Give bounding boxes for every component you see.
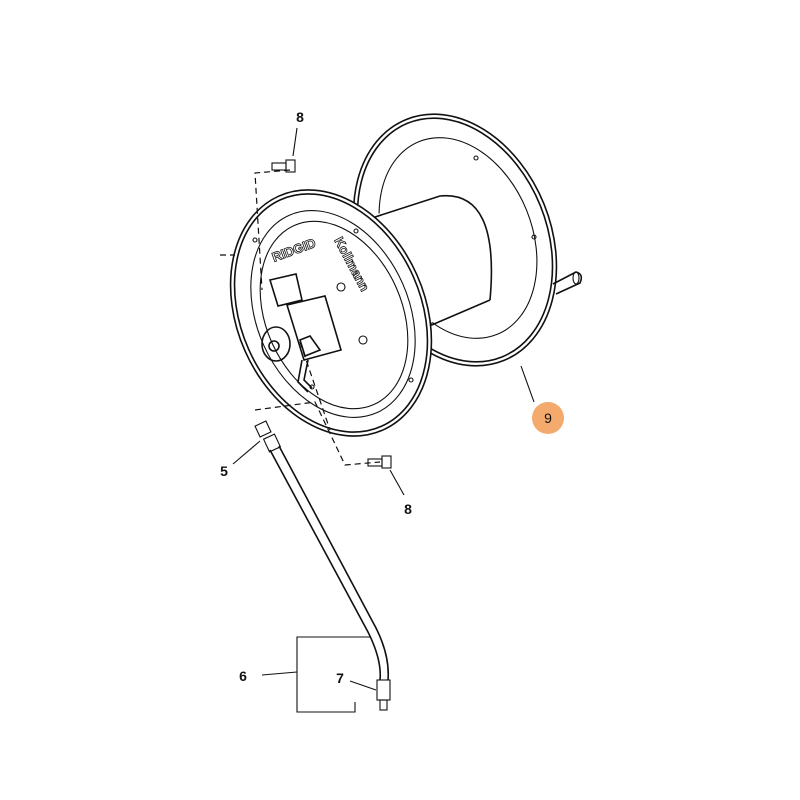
assembly-guides <box>220 169 381 466</box>
callout-7[interactable]: 7 <box>336 670 344 686</box>
callout-8-top[interactable]: 8 <box>296 109 304 125</box>
callout-9[interactable]: 9 <box>544 410 552 426</box>
leader-lines <box>232 127 535 691</box>
callout-5[interactable]: 5 <box>220 463 228 479</box>
shaft <box>552 271 583 295</box>
hose <box>254 420 391 711</box>
bracket-6 <box>296 636 370 713</box>
swivel-assembly <box>261 273 342 393</box>
callout-9-highlight <box>532 402 564 434</box>
callout-6[interactable]: 6 <box>239 668 247 684</box>
bolt-bottom <box>367 455 392 469</box>
bolt-top <box>271 159 296 173</box>
front-flange: RIDGID Kollmann <box>229 189 433 437</box>
callout-8-bottom[interactable]: 8 <box>404 501 412 517</box>
